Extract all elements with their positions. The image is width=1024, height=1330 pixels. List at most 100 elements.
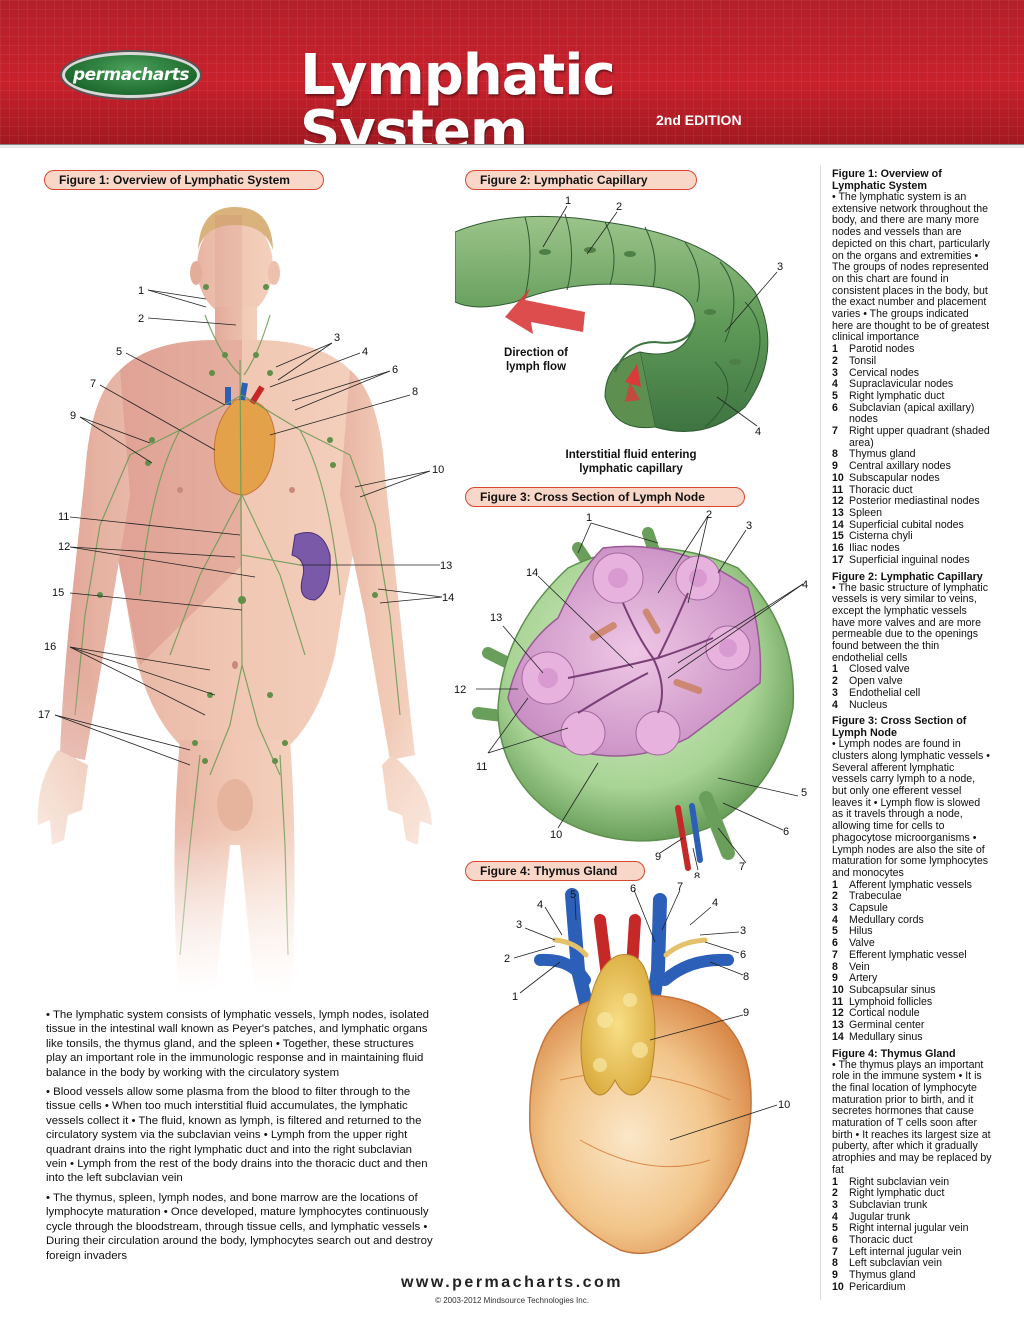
fig3-callout: 5 — [801, 787, 807, 799]
legend-item-number: 7 — [832, 425, 838, 438]
fig4-callout: 4 — [712, 897, 718, 909]
legend-item-label: Subscapular nodes — [849, 471, 940, 484]
logo-text: permacharts — [72, 65, 190, 85]
fig2-callout: 1 — [565, 195, 571, 207]
legend-item-label: Subclavian (apical axillary) nodes — [849, 401, 975, 426]
legend-item-number: 13 — [832, 506, 844, 519]
legend-item-number: 3 — [832, 686, 838, 699]
legend-item-label: Vein — [849, 960, 870, 973]
legend-fig2-heading: Figure 2: Lymphatic Capillary — [832, 570, 983, 583]
fig1-paragraph: • The lymphatic system consists of lymph… — [46, 1009, 429, 1079]
legend-item-label: Parotid nodes — [849, 343, 915, 356]
fig4-label: Figure 4: Thymus Gland — [465, 861, 645, 881]
fig4-thymus-illustration: 1 2 3 4 5 6 7 4 3 6 8 9 10 — [500, 880, 810, 1265]
legend-item-number: 3 — [832, 1198, 838, 1211]
legend-item-label: Medullary cords — [849, 913, 924, 926]
fig2-label: Figure 2: Lymphatic Capillary — [465, 170, 697, 190]
fig1-callout: 15 — [52, 587, 64, 599]
legend-item: 5 Hilus — [832, 926, 992, 938]
fig3-callout: 9 — [655, 851, 661, 863]
legend-item-label: Medullary sinus — [849, 1030, 923, 1043]
fig1-callout: 3 — [334, 332, 340, 344]
fig1-label: Figure 1: Overview of Lymphatic System — [44, 170, 324, 190]
fig1-callout: 16 — [44, 641, 56, 653]
fig3-callouts: 1 2 3 4 14 13 12 11 10 5 6 7 8 9 — [454, 509, 808, 878]
legend-item-number: 2 — [832, 1187, 838, 1200]
legend-item-number: 5 — [832, 1222, 838, 1235]
fig4-callouts: 1 2 3 4 5 6 7 4 3 6 8 9 10 — [504, 881, 790, 1111]
legend-item-label: Right internal jugular vein — [849, 1222, 969, 1235]
legend-column: Figure 1: Overview of Lymphatic System •… — [832, 168, 992, 1294]
legend-item-label: Tonsil — [849, 354, 877, 367]
fig3-callout: 11 — [476, 761, 487, 773]
fig3-lymph-node-illustration: 1 2 3 4 14 13 12 11 10 5 6 7 8 9 — [448, 508, 818, 878]
legend-item-label: Artery — [849, 972, 878, 985]
legend-fig3-heading: Figure 3: Cross Section of Lymph Node — [832, 715, 967, 740]
legend-item-label: Cortical nodule — [849, 1007, 920, 1020]
fig3-callout: 13 — [490, 612, 502, 624]
legend-item-label: Trabeculae — [849, 890, 902, 903]
fig1-callout: 13 — [440, 560, 452, 572]
legend-item-number: 9 — [832, 972, 838, 985]
legend-item-number: 14 — [832, 1030, 844, 1043]
legend-item: 2 Tonsil — [832, 354, 992, 368]
legend-item-number: 5 — [832, 389, 838, 402]
legend-item-label: Central axillary nodes — [849, 460, 951, 473]
fig3-callout: 10 — [550, 829, 562, 841]
fig1-callout: 5 — [116, 346, 122, 358]
legend-fig4-text: • The thymus plays an important role in … — [832, 1058, 992, 1176]
legend-item-label: Thymus gland — [849, 1269, 916, 1282]
legend-item: 14 Medullary sinus — [832, 1030, 992, 1044]
fig4-callout: 6 — [630, 883, 636, 895]
fig4-callout: 7 — [677, 881, 683, 893]
legend-item-label: Valve — [849, 937, 875, 950]
legend-item-label: Right lymphatic duct — [849, 1187, 945, 1200]
legend-item-label: Supraclavicular nodes — [849, 378, 954, 391]
legend-fig2-text: • The basic structure of lymphatic vesse… — [832, 581, 989, 664]
fig4-callout: 4 — [537, 899, 543, 911]
legend-item-label: Germinal center — [849, 1019, 925, 1032]
legend-item-label: Afferent lymphatic vessels — [849, 878, 972, 891]
fig2-callout: 2 — [616, 201, 622, 213]
capillary-tube — [455, 215, 769, 432]
legend-item-label: Left internal jugular vein — [849, 1245, 962, 1258]
legend-item-number: 2 — [832, 354, 838, 367]
legend-fig1-text: • The lymphatic system is an extensive n… — [832, 191, 990, 344]
fig1-callout: 8 — [412, 386, 418, 398]
legend-item-label: Thymus gland — [849, 448, 916, 461]
legend-item-number: 5 — [832, 925, 838, 938]
legend-item-number: 1 — [832, 663, 838, 676]
fig1-callout: 17 — [38, 709, 50, 721]
legend-item-label: Thoracic duct — [849, 1234, 913, 1247]
fig1-body-illustration: 1 2 5 3 4 6 7 8 9 10 11 12 13 15 14 16 1… — [30, 195, 470, 995]
footer-url[interactable]: www.permacharts.com — [400, 1274, 624, 1291]
legend-item-label: Hilus — [849, 925, 873, 938]
legend-fig1-heading: Figure 1: Overview of Lymphatic System — [832, 168, 942, 192]
fig3-callout: 12 — [454, 684, 466, 696]
fig1-callout: 12 — [58, 541, 70, 553]
legend-item: 6 Valve — [832, 937, 992, 950]
fig1-callout: 2 — [138, 313, 144, 325]
legend-item-label: Left subclavian vein — [849, 1257, 943, 1270]
column-divider — [820, 165, 821, 1300]
legend-item-label: Nucleus — [849, 698, 888, 711]
legend-item-number: 6 — [832, 937, 838, 950]
fig4-callout: 2 — [504, 953, 510, 965]
fig4-callout: 5 — [570, 889, 576, 901]
